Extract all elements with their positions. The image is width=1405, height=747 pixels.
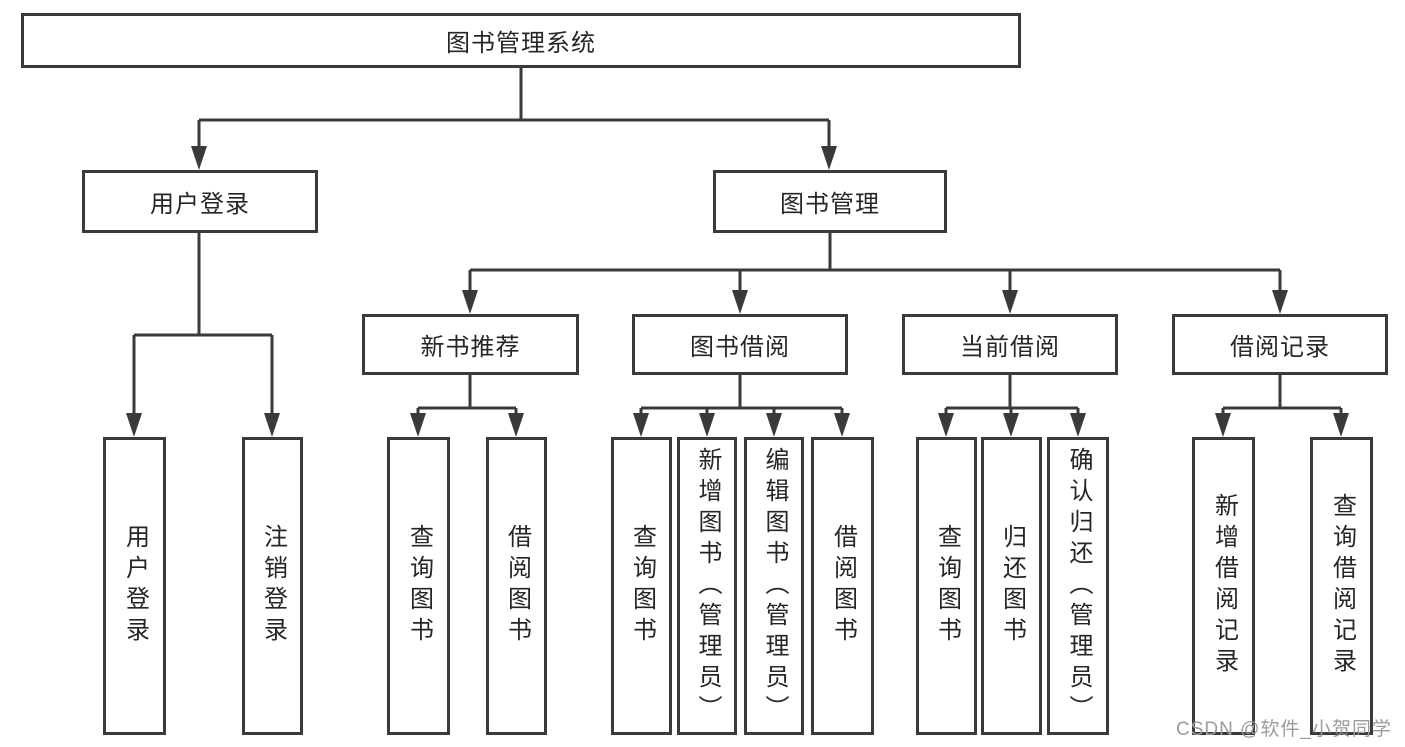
leaf-recommend-borrow-books: 借阅图书 [486,437,547,735]
arrowhead [1002,290,1018,314]
node-book-borrowing: 图书借阅 [632,314,848,375]
arrowhead [938,413,954,437]
arrowhead [462,290,478,314]
node-book-borrowing-label: 图书借阅 [690,334,790,361]
arrowhead [1215,413,1231,437]
node-user-login: 用户登录 [82,170,318,233]
leaf-edit-books-admin: 编辑图书（管理员） [744,437,804,735]
leaf-query-borrow-record-label: 查询借阅记录 [1328,493,1356,679]
arrowhead [1070,413,1086,437]
leaf-borrowing-borrow-books-label: 借阅图书 [829,524,857,648]
node-library-system: 图书管理系统 [21,13,1021,68]
arrowhead [508,413,524,437]
leaf-borrowing-query-books-label: 查询图书 [628,524,656,648]
leaf-logout-label: 注销登录 [259,524,287,648]
node-library-system-label: 图书管理系统 [446,30,596,57]
leaf-confirm-return-admin-label: 确认归还（管理员） [1065,446,1092,726]
leaf-logout: 注销登录 [242,437,303,735]
arrowhead [410,413,426,437]
node-book-management: 图书管理 [713,170,947,233]
arrowhead [191,146,207,170]
arrowhead [699,413,715,437]
leaf-recommend-query-books: 查询图书 [387,437,450,735]
leaf-borrowing-borrow-books: 借阅图书 [811,437,874,735]
node-user-login-label: 用户登录 [150,191,250,218]
node-new-book-recommend: 新书推荐 [362,314,579,375]
leaf-return-books-label: 归还图书 [998,524,1026,648]
leaf-return-books: 归还图书 [981,437,1042,735]
leaf-add-borrow-record: 新增借阅记录 [1192,437,1255,735]
node-borrowing-records: 借阅记录 [1172,314,1388,375]
leaf-borrowing-query-books: 查询图书 [611,437,672,735]
leaf-confirm-return-admin: 确认归还（管理员） [1047,437,1109,735]
arrowhead [1333,413,1349,437]
node-current-borrowing: 当前借阅 [902,314,1118,375]
arrowhead [766,413,782,437]
node-borrowing-records-label: 借阅记录 [1230,334,1330,361]
leaf-current-query-books-label: 查询图书 [933,524,961,648]
arrowhead [633,413,649,437]
leaf-edit-books-admin-label: 编辑图书（管理员） [761,446,788,726]
arrowhead [732,290,748,314]
node-current-borrowing-label: 当前借阅 [960,334,1060,361]
leaf-add-books-admin-label: 新增图书（管理员） [694,446,721,726]
csdn-watermark: CSDN @软件_小贺同学 [1176,719,1392,740]
leaf-add-books-admin: 新增图书（管理员） [677,437,737,735]
leaf-add-borrow-record-label: 新增借阅记录 [1210,493,1238,679]
leaf-recommend-borrow-books-label: 借阅图书 [503,524,531,648]
node-book-management-label: 图书管理 [780,191,880,218]
leaf-current-query-books: 查询图书 [916,437,977,735]
arrowhead [264,413,280,437]
arrowhead [126,413,142,437]
leaf-recommend-query-books-label: 查询图书 [405,524,433,648]
arrowhead [1003,413,1019,437]
leaf-user-login: 用户登录 [103,437,166,735]
arrowhead [1272,290,1288,314]
arrowhead [834,413,850,437]
leaf-user-login-label: 用户登录 [121,524,149,648]
leaf-query-borrow-record: 查询借阅记录 [1310,437,1373,735]
node-new-book-recommend-label: 新书推荐 [420,334,521,361]
arrowhead [821,146,837,170]
